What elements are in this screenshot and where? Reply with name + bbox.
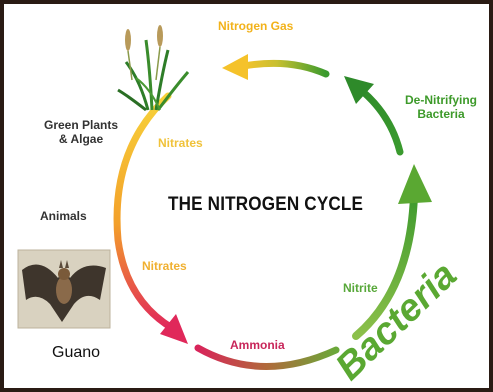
grass-reeds-icon: [118, 25, 188, 110]
arc-top: [244, 63, 326, 74]
bat-photo: [18, 250, 110, 328]
label-de-nitrifying-line1: De-Nitrifying: [405, 94, 477, 108]
label-green-plants-line2: & Algae: [44, 133, 118, 147]
arrowhead-right-up: [398, 164, 432, 204]
label-nitrates-bottom: Nitrates: [142, 260, 187, 274]
label-animals: Animals: [40, 210, 87, 224]
diagram-title: THE NITROGEN CYCLE: [168, 194, 363, 216]
arrowhead-to-nitrogen-gas: [222, 54, 248, 80]
label-de-nitrifying-line2: Bacteria: [405, 108, 477, 122]
label-green-plants-algae: Green Plants & Algae: [44, 119, 118, 147]
label-nitrates-top: Nitrates: [158, 137, 203, 151]
arc-left: [117, 96, 172, 328]
label-de-nitrifying-bacteria: De-Nitrifying Bacteria: [405, 94, 477, 122]
label-green-plants-line1: Green Plants: [44, 119, 118, 133]
label-nitrogen-gas: Nitrogen Gas: [218, 20, 293, 34]
label-guano: Guano: [52, 344, 100, 362]
label-ammonia: Ammonia: [230, 339, 285, 353]
label-nitrite: Nitrite: [343, 282, 378, 296]
